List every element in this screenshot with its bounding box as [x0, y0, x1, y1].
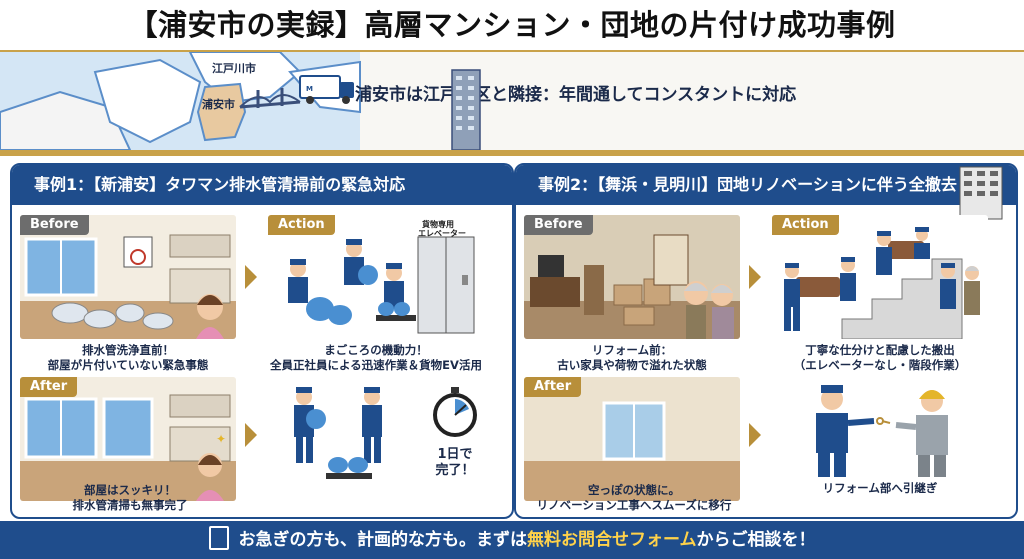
hero-gold-band [0, 150, 1024, 156]
case1-after-panel: ✦ After [20, 377, 236, 501]
cta-text-pre: お急ぎの方も、計画的な方も。まずは [238, 530, 528, 550]
case2-action-caption-line2: （エレベーターなし・階段作業） [793, 358, 967, 372]
case1-before-caption-line1: 排水管洗浄直前！ [82, 343, 174, 357]
case2-before-caption-line1: リフォーム前： [591, 343, 673, 357]
stairs-carrying-illustration [784, 227, 980, 339]
case2-after-caption-line1: 空っぽの状態に。 [588, 483, 680, 497]
case1-card: 事例1：【新浦安】タワマン排水管清掃前の緊急対応 Before 排水管洗浄直前！… [10, 163, 514, 519]
case2-action-tag: Action [772, 215, 839, 235]
svg-text:M: M [306, 85, 313, 93]
case2-action-caption: 丁寧な仕分けと配慮した搬出 （エレベーターなし・階段作業） [760, 343, 1000, 373]
case1-done-line2: 完了！ [435, 463, 475, 478]
cluttered-room-illustration [20, 215, 236, 339]
case1-arrow-1 [245, 265, 257, 289]
clipboard-icon [208, 526, 229, 550]
case1-before-tag: Before [20, 215, 89, 235]
apartment-building-icon [959, 166, 1003, 220]
case2-after-caption-block: 空っぽの状態に。 リノベーション工事へスムーズに移行 [514, 483, 754, 513]
contact-form-link[interactable]: 無料お問合せフォーム [527, 530, 697, 550]
title-divider [0, 50, 1024, 52]
case2-before-caption-line2: 古い家具や荷物で溢れた状態 [557, 358, 707, 372]
workers-cart-illustration [294, 387, 382, 479]
case2-before-tag: Before [524, 215, 593, 235]
case1-after-tag: After [20, 377, 78, 397]
case2-after-tag: After [524, 377, 582, 397]
tower-building-icon [451, 69, 481, 150]
map-label-urayasu: 浦安市 [202, 98, 235, 111]
case1-before-panel: Before [20, 215, 236, 339]
case1-done-line1: 1日で [437, 447, 473, 462]
case1-action-caption: まごころの機動力！ 全員正社員による迅速作業＆貨物EV活用 [256, 343, 496, 373]
case1-after-caption-line2: 排水管清掃も無事完了 [72, 498, 188, 512]
case2-arrow-1 [749, 265, 761, 289]
map-illustration: M [0, 52, 1024, 150]
case2-after-caption-line2: リノベーション工事へスムーズに移行 [536, 498, 732, 512]
clean-room-illustration: ✦ [20, 377, 236, 501]
cta-text-post: からご相談を！ [696, 530, 816, 550]
case1-before-caption: 排水管洗浄直前！ 部屋が片付いていない緊急事態 [12, 343, 248, 373]
case2-action-caption-line1: 丁寧な仕分けと配慮した搬出 [805, 343, 955, 357]
elevator-sign-line1: 貨物専用 [422, 220, 454, 229]
hero-banner: M 江戸川市 浦安市 浦安市は江戸川区と隣接：年間通してコンスタントに対応 [0, 52, 1024, 150]
svg-text:✦: ✦ [216, 432, 226, 446]
elevator-sign-line2: エレベーター [418, 229, 466, 238]
case2-before-caption: リフォーム前： 古い家具や荷物で溢れた状態 [516, 343, 752, 373]
case1-heading: 事例1：【新浦安】タワマン排水管清掃前の緊急対応 [12, 165, 512, 205]
case1-after-caption-line1: 部屋はスッキリ！ [84, 483, 176, 497]
case1-done-label: 1日で 完了！ [426, 447, 484, 479]
contact-cta-banner[interactable]: お急ぎの方も、計画的な方も。まずは無料お問合せフォームからご相談を！ [0, 521, 1024, 559]
case1-after-caption-block: 部屋はスッキリ！ 排水管清掃も無事完了 [10, 483, 250, 513]
case2-before-panel: Before [524, 215, 740, 339]
case2-after-panel: After [524, 377, 740, 501]
case1-before-caption-line2: 部屋が片付いていない緊急事態 [47, 358, 209, 372]
page-title: 【浦安市の実録】高層マンション・団地の片付け成功事例 [128, 8, 896, 42]
case1-action-panel: Action 貨物専用 エレベーター [268, 215, 484, 339]
case2-handover-caption: リフォーム部へ引継ぎ [822, 481, 938, 495]
workers-elevator-illustration [288, 236, 475, 334]
empty-room-illustration [524, 377, 740, 501]
case2-action-panel: Action [772, 215, 988, 339]
case2-card: 事例2：【舞浜・見明川】団地リノベーションに伴う全撤去 Before リフォ [514, 163, 1018, 519]
map-label-edogawa: 江戸川市 [212, 62, 256, 75]
case1-action-caption-line1: まごころの機動力！ [324, 343, 428, 357]
case1-arrow-2 [245, 423, 257, 447]
hero-subtitle: 浦安市は江戸川区と隣接：年間通してコンスタントに対応 [355, 85, 797, 105]
case1-action-tag: Action [268, 215, 335, 235]
case1-action-caption-line2: 全員正社員による迅速作業＆貨物EV活用 [270, 358, 482, 372]
stopwatch-icon [433, 387, 477, 437]
handover-illustration [816, 385, 948, 477]
furniture-room-illustration [524, 215, 740, 339]
case2-arrow-2 [749, 423, 761, 447]
case2-heading: 事例2：【舞浜・見明川】団地リノベーションに伴う全撤去 [516, 165, 1016, 205]
